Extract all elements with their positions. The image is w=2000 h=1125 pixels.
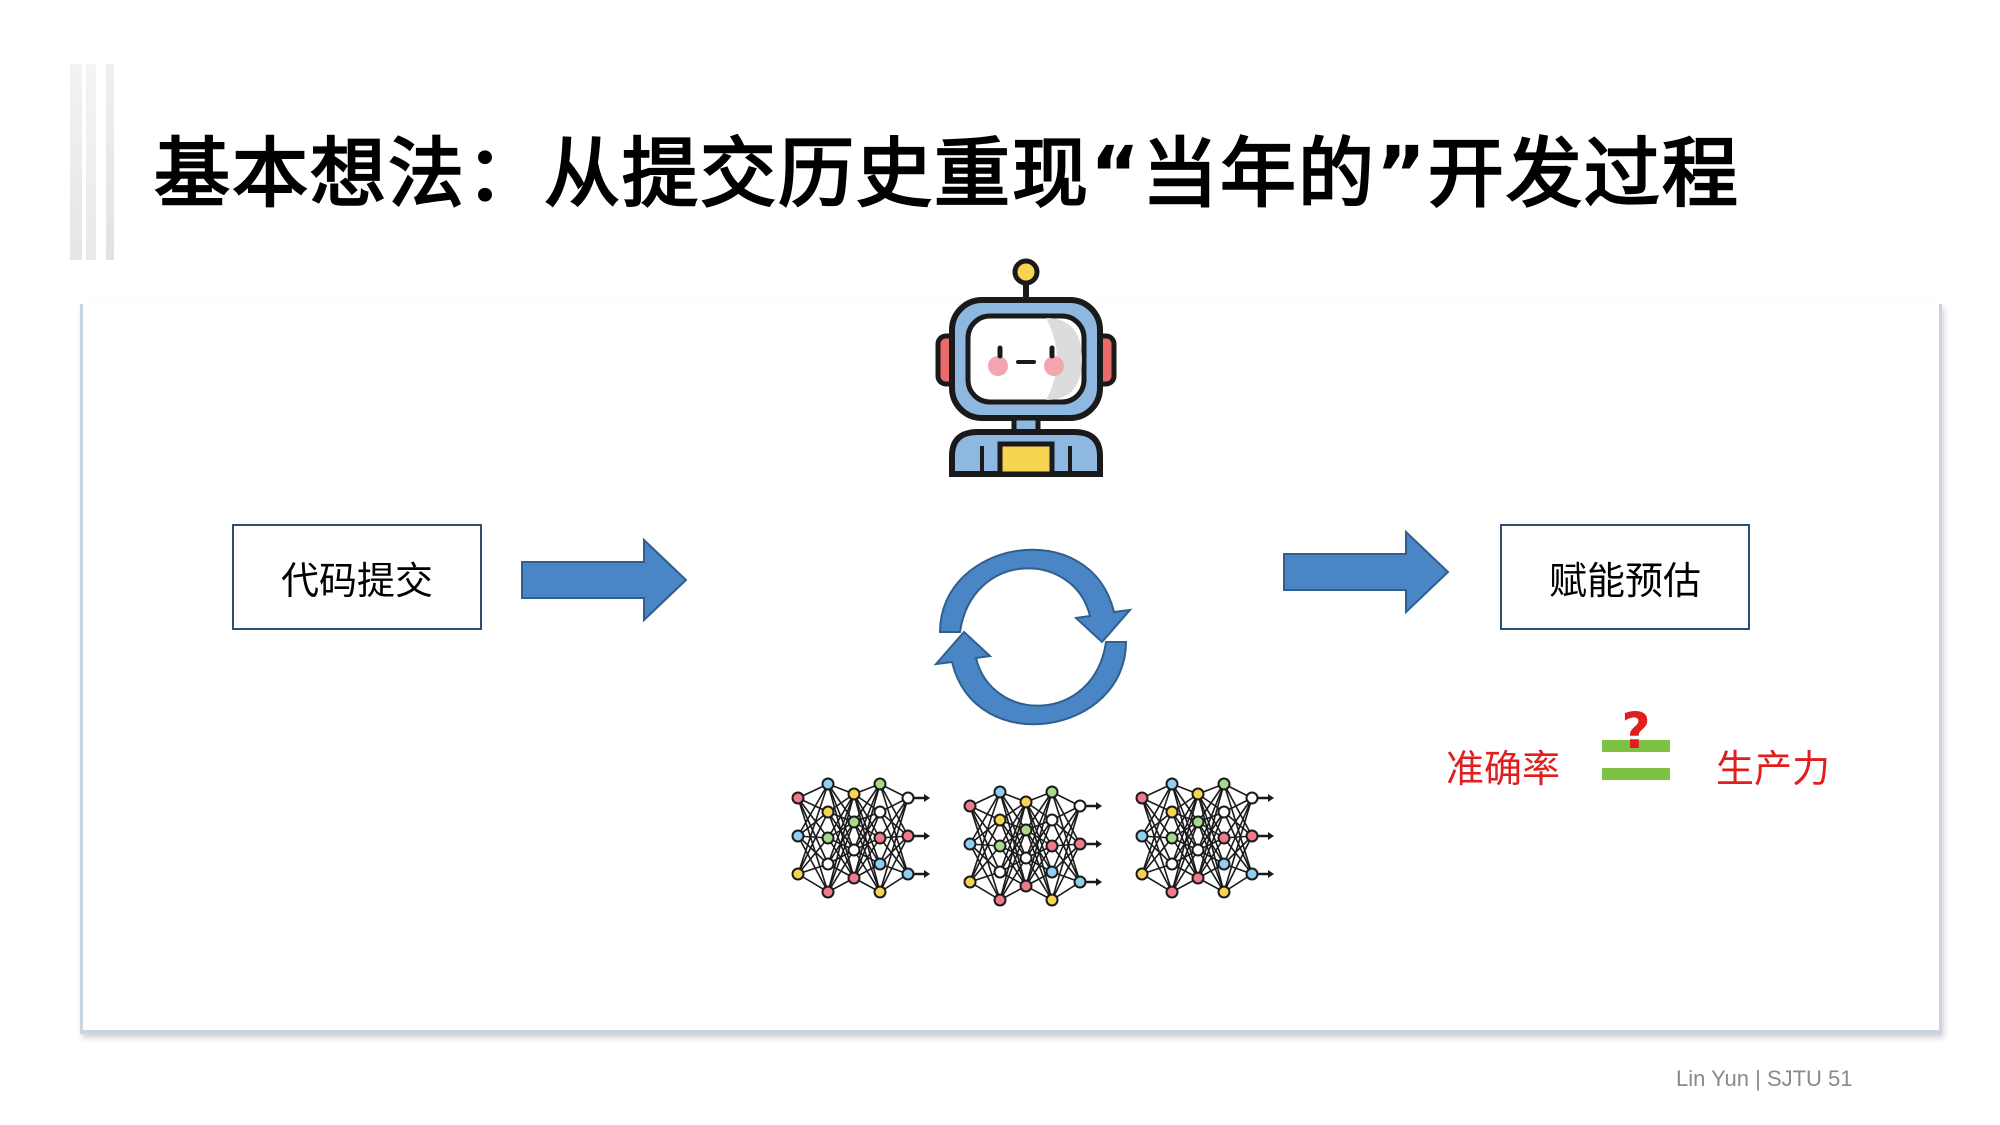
neural-network-icon [1135, 777, 1274, 899]
right-arrow-icon [521, 537, 688, 623]
title-decoration-bar [70, 64, 82, 260]
cycle-arrows-icon [933, 548, 1133, 726]
neural-network-icon [963, 785, 1102, 907]
accuracy-label: 准确率 [1446, 747, 1561, 791]
title-decoration-bar [86, 64, 96, 260]
output-box: 赋能预估 [1500, 524, 1750, 630]
robot-icon [935, 258, 1117, 477]
right-arrow-icon [1283, 529, 1450, 615]
input-box: 代码提交 [232, 524, 482, 630]
productivity-label: 生产力 [1716, 747, 1831, 791]
equals-question-icon: ? [1602, 702, 1670, 780]
slide-title: 基本想法：从提交历史重现“当年的”开发过程 [154, 129, 1740, 218]
diagram-panel [80, 304, 1942, 1034]
neural-network-icon [791, 777, 930, 899]
slide-footer: Lin Yun | SJTU 51 [1676, 1066, 1853, 1091]
question-mark: ? [1621, 702, 1650, 760]
input-box-label: 代码提交 [280, 558, 433, 603]
title-decoration-bar [106, 64, 114, 260]
output-box-label: 赋能预估 [1548, 558, 1701, 603]
